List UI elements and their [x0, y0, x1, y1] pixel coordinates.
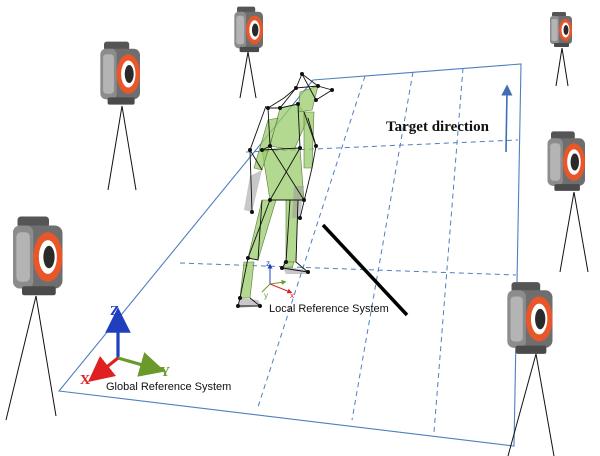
target-direction-label: Target direction — [386, 119, 490, 135]
local-axis-z: z — [266, 259, 270, 268]
local-axis-x: x — [290, 291, 294, 300]
global-reference-label: Global Reference System — [106, 381, 231, 393]
local-axis-y: y — [264, 291, 268, 300]
motion-capture-camera-icon — [547, 131, 589, 273]
local-reference-label: Local Reference System — [269, 303, 389, 315]
global-axis-y: Y — [160, 365, 170, 380]
motion-capture-camera-icon — [234, 6, 263, 99]
motion-capture-camera-icon — [550, 12, 572, 87]
human-skeleton-icon — [236, 72, 334, 308]
motion-capture-camera-icon — [100, 41, 140, 191]
global-axis-x: X — [80, 373, 90, 388]
motion-capture-camera-icon — [5, 216, 63, 421]
walking-direction-line — [321, 223, 409, 317]
target-direction-arrow — [501, 84, 513, 153]
global-axis-z: Z — [110, 304, 119, 319]
motion-capture-camera-icon — [507, 282, 555, 456]
global-reference-axes: Z Y X — [80, 304, 170, 388]
local-reference-axes: z y x — [261, 259, 294, 300]
